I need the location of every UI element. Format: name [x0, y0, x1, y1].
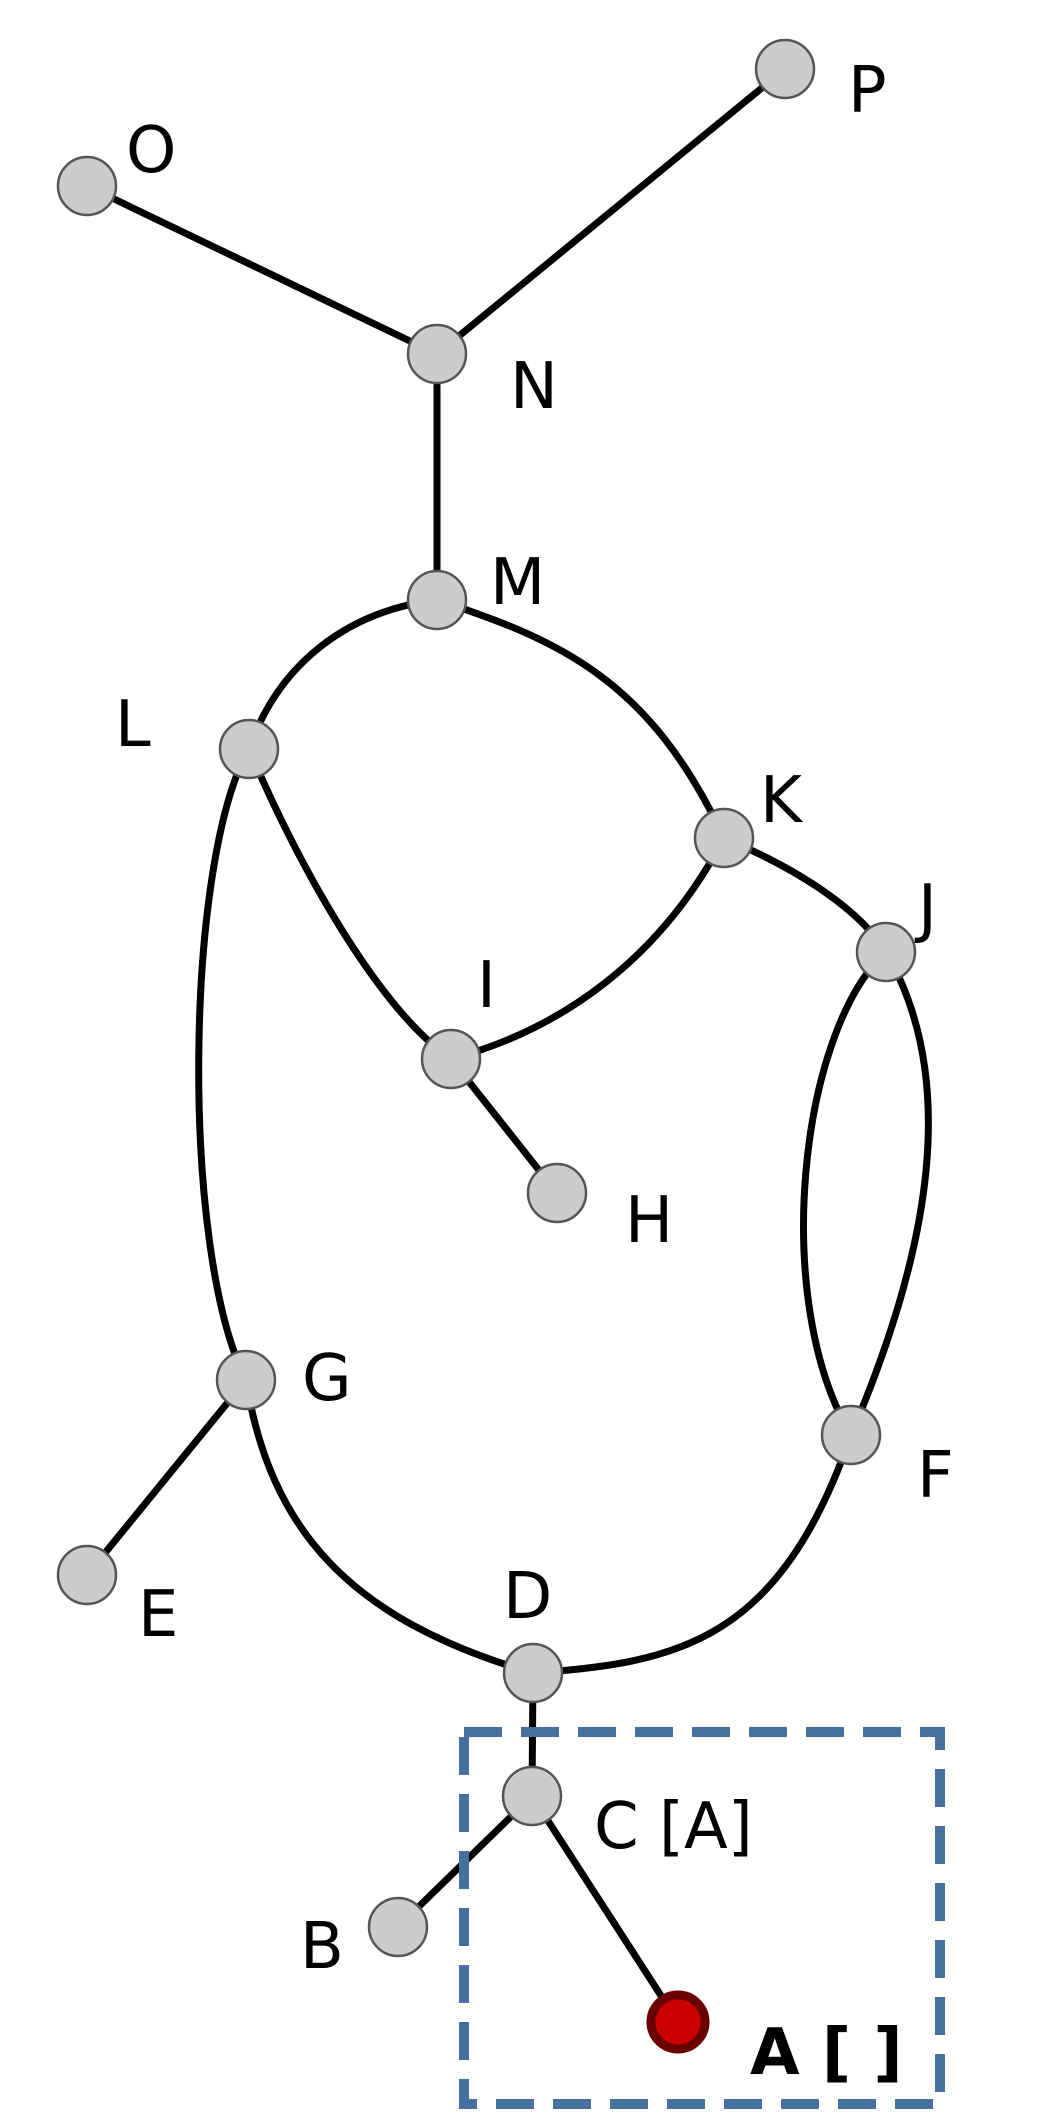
edge-f-d	[529, 1431, 855, 1677]
edge-m-l	[245, 596, 441, 753]
node-label-a: A [ ]	[750, 2016, 903, 2090]
node-g	[215, 1349, 277, 1411]
node-k	[693, 807, 755, 869]
edge-o-n	[83, 182, 441, 358]
edge-g-e	[83, 1376, 250, 1579]
edge-k-i	[447, 834, 728, 1063]
node-label-e: E	[138, 1578, 178, 1652]
node-j	[855, 921, 917, 983]
edge-m-k	[433, 596, 728, 842]
node-label-p: P	[848, 54, 887, 128]
node-h	[526, 1162, 588, 1224]
node-b	[367, 1896, 429, 1958]
node-o	[56, 155, 118, 217]
node-i	[420, 1028, 482, 1090]
nodes-layer	[56, 38, 917, 2054]
edge-j-f	[847, 948, 932, 1439]
node-a	[646, 1990, 710, 2054]
labels-layer: A [ ] B C [A] D E F G H I J K L M N O P	[115, 54, 954, 2090]
node-l	[218, 718, 280, 780]
node-label-b: B	[300, 1910, 344, 1984]
node-f	[820, 1404, 882, 1466]
node-label-l: L	[115, 688, 151, 762]
node-label-n: N	[510, 350, 558, 424]
node-label-k: K	[760, 764, 804, 838]
node-d	[502, 1642, 564, 1704]
edge-j-f	[800, 948, 890, 1439]
node-label-f: F	[917, 1439, 954, 1513]
node-n	[406, 323, 468, 385]
node-e	[56, 1544, 118, 1606]
node-c	[501, 1765, 563, 1827]
edge-c-a	[528, 1792, 682, 2026]
node-label-m: M	[490, 546, 545, 620]
node-p	[754, 38, 816, 100]
node-label-i: I	[477, 949, 496, 1023]
edge-l-g	[195, 745, 253, 1384]
node-label-g: G	[302, 1342, 352, 1416]
node-label-h: H	[625, 1184, 673, 1258]
edge-p-n	[433, 65, 789, 358]
edge-g-d	[242, 1376, 537, 1677]
edge-l-i	[245, 745, 455, 1063]
node-label-d: D	[503, 1560, 552, 1634]
node-label-j: J	[914, 872, 937, 946]
edges-layer	[83, 65, 932, 2026]
node-m	[406, 569, 468, 631]
node-label-c: C [A]	[594, 1790, 753, 1864]
highlighted-region-box	[459, 1727, 945, 2109]
node-label-o: O	[126, 114, 176, 188]
